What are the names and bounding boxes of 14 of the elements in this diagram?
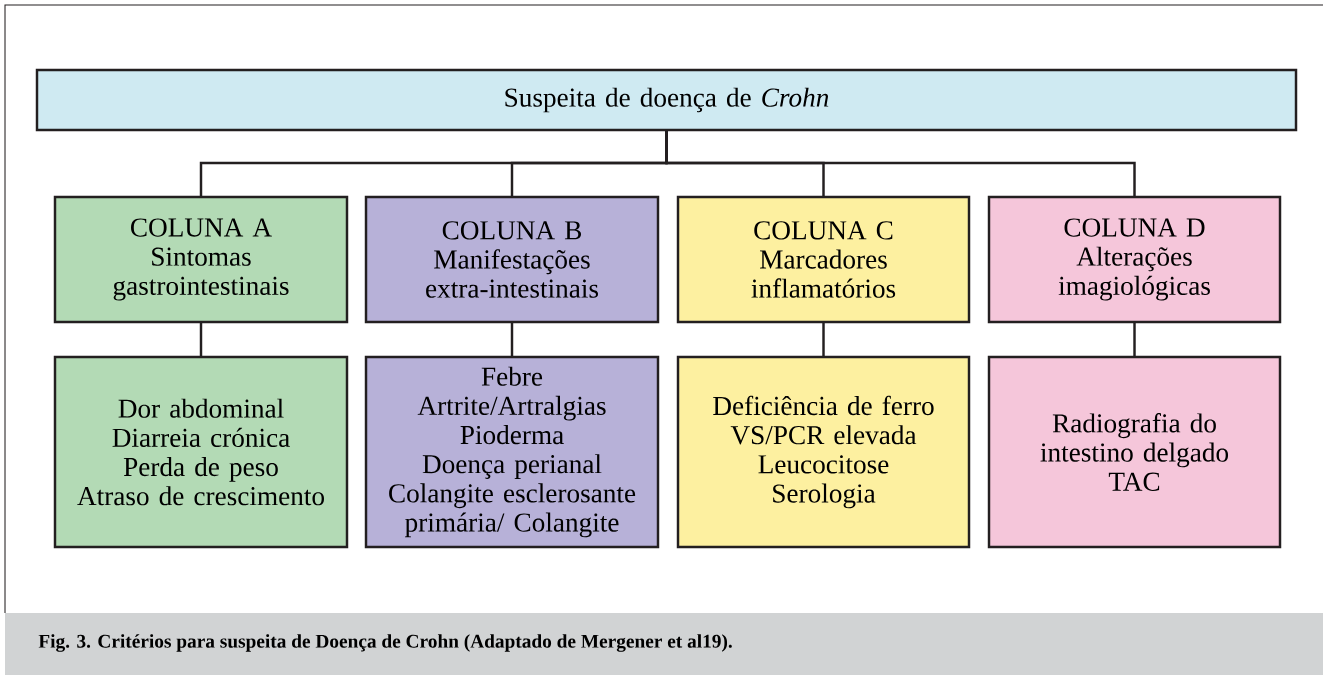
criteria-box: Dor abdominal Diarreia crónica Perda de peso Atraso de crescimento [53,355,349,549]
category-box: COLUNA A Sintomas gastrointestinais [53,195,349,324]
criteria-box: Radiografia do intestino delgado TAC [987,355,1282,549]
connector-line [199,322,203,357]
category-box: COLUNA D Alterações imagiológicas [987,195,1282,324]
criteria-box: Febre Artrite/Artralgias Pioderma Doença perianal Colangite esclerosante primária/ Colangite [364,355,660,549]
title-box: Suspeita de doença de Crohn [35,68,1298,132]
category-box: COLUNA B Manifestações extra-intestinais [364,195,660,324]
criteria-box: Deficiência de ferro VS/PCR elevada Leucocitose Serologia [676,355,971,549]
connector-line [1133,322,1136,357]
connector-line [510,322,514,357]
caption: Fig. 3. Critérios para suspeita de Doença de Crohn (Adaptado de Mergener et al19). [5,613,1323,675]
connector-line [822,322,825,357]
category-box: COLUNA C Marcadores inflamatórios [676,195,971,324]
